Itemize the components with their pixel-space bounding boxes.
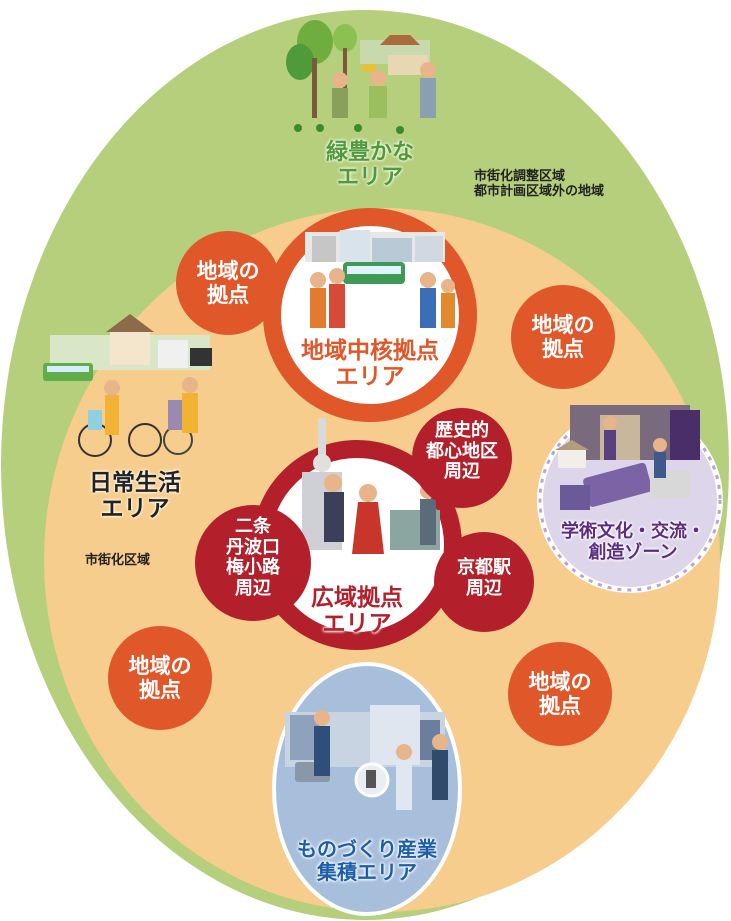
daily-life-line1: 日常生活 xyxy=(89,470,181,496)
nijo-line4: 周辺 xyxy=(235,578,271,600)
local-hub-1-line2: 拠点 xyxy=(207,283,249,308)
local-hub-label-2: 地域の 拠点 xyxy=(513,313,613,361)
rekishi-line3: 周辺 xyxy=(444,461,480,483)
academic-illustration xyxy=(555,405,700,510)
local-hub-3-line2: 拠点 xyxy=(139,678,181,703)
local-hub-4-line2: 拠点 xyxy=(539,694,581,719)
manufacturing-line1: ものづくり産業 xyxy=(297,837,437,861)
green-area-line1: 緑豊かな xyxy=(325,140,414,165)
local-hub-3-line1: 地域の xyxy=(128,654,192,678)
regional-core-illustration xyxy=(305,230,455,328)
local-hub-2-line1: 地域の xyxy=(531,313,595,337)
green-area-illustration xyxy=(286,20,436,134)
manufacturing-illustration xyxy=(285,705,448,810)
kyotoeki-hub-label: 京都駅 周辺 xyxy=(434,557,534,599)
wide-area-illustration xyxy=(302,418,440,554)
green-area-line2: エリア xyxy=(336,165,403,191)
local-hub-circle-3 xyxy=(108,626,212,730)
academic-line2: 創造ゾーン xyxy=(588,541,678,563)
outer-zone-label-line2: 都市計画区域外の地域 xyxy=(474,183,605,199)
rekishi-hub-label: 歴史的 都心地区 周辺 xyxy=(412,420,512,483)
nijo-hub-circle xyxy=(195,505,311,621)
manufacturing-label: ものづくり産業 集積エリア xyxy=(287,838,447,884)
local-hub-circle-4 xyxy=(508,642,612,746)
local-hub-circle-2 xyxy=(511,285,615,389)
local-hub-4-line1: 地域の xyxy=(528,670,592,694)
regional-core-circle xyxy=(263,208,477,422)
rekishi-hub-circle xyxy=(412,408,512,508)
nijo-line1: 二条 xyxy=(235,516,271,537)
kyotoeki-hub-circle xyxy=(434,532,534,632)
urban-zone-label: 市街化区域 xyxy=(85,553,151,569)
outer-zone-label-line1: 市街化調整区域 xyxy=(474,169,566,184)
regional-core-label: 地域中核拠点 エリア xyxy=(290,338,450,391)
kyotoeki-line2: 周辺 xyxy=(466,577,502,599)
outer-zone-label: 市街化調整区域 都市計画区域外の地域 xyxy=(474,169,605,200)
rekishi-line1: 歴史的 xyxy=(435,420,489,441)
daily-life-line2: エリア xyxy=(100,496,170,523)
wide-area-line2: エリア xyxy=(322,611,392,638)
local-hub-label-1: 地域の 拠点 xyxy=(178,259,278,307)
local-hub-label-3: 地域の 拠点 xyxy=(110,654,210,702)
nijo-hub-label: 二条 丹波口 梅小路 周辺 xyxy=(203,516,303,600)
urban-zone-label-text: 市街化区域 xyxy=(85,553,151,568)
green-area-label: 緑豊かな エリア xyxy=(310,140,430,191)
wide-area-line1: 広域拠点 xyxy=(311,585,403,611)
kyotoeki-line1: 京都駅 xyxy=(457,557,511,578)
wide-area-label: 広域拠点 エリア xyxy=(297,585,417,638)
academic-line1: 学術文化・交流・ xyxy=(561,521,705,542)
daily-life-label: 日常生活 エリア xyxy=(70,470,200,523)
local-hub-1-line1: 地域の xyxy=(196,259,260,283)
manufacturing-line2: 集積エリア xyxy=(317,860,417,884)
local-hub-circle-1 xyxy=(176,231,280,335)
local-hub-label-4: 地域の 拠点 xyxy=(510,670,610,718)
nijo-line2: 丹波口 xyxy=(226,536,280,558)
local-hub-2-line2: 拠点 xyxy=(542,337,584,362)
rekishi-line2: 都心地区 xyxy=(426,440,498,462)
academic-zone-label: 学術文化・交流・ 創造ゾーン xyxy=(548,521,718,563)
regional-core-line2: エリア xyxy=(335,364,405,391)
regional-core-line1: 地域中核拠点 xyxy=(301,338,439,364)
daily-life-illustration xyxy=(43,314,212,457)
nijo-line3: 梅小路 xyxy=(226,557,280,579)
